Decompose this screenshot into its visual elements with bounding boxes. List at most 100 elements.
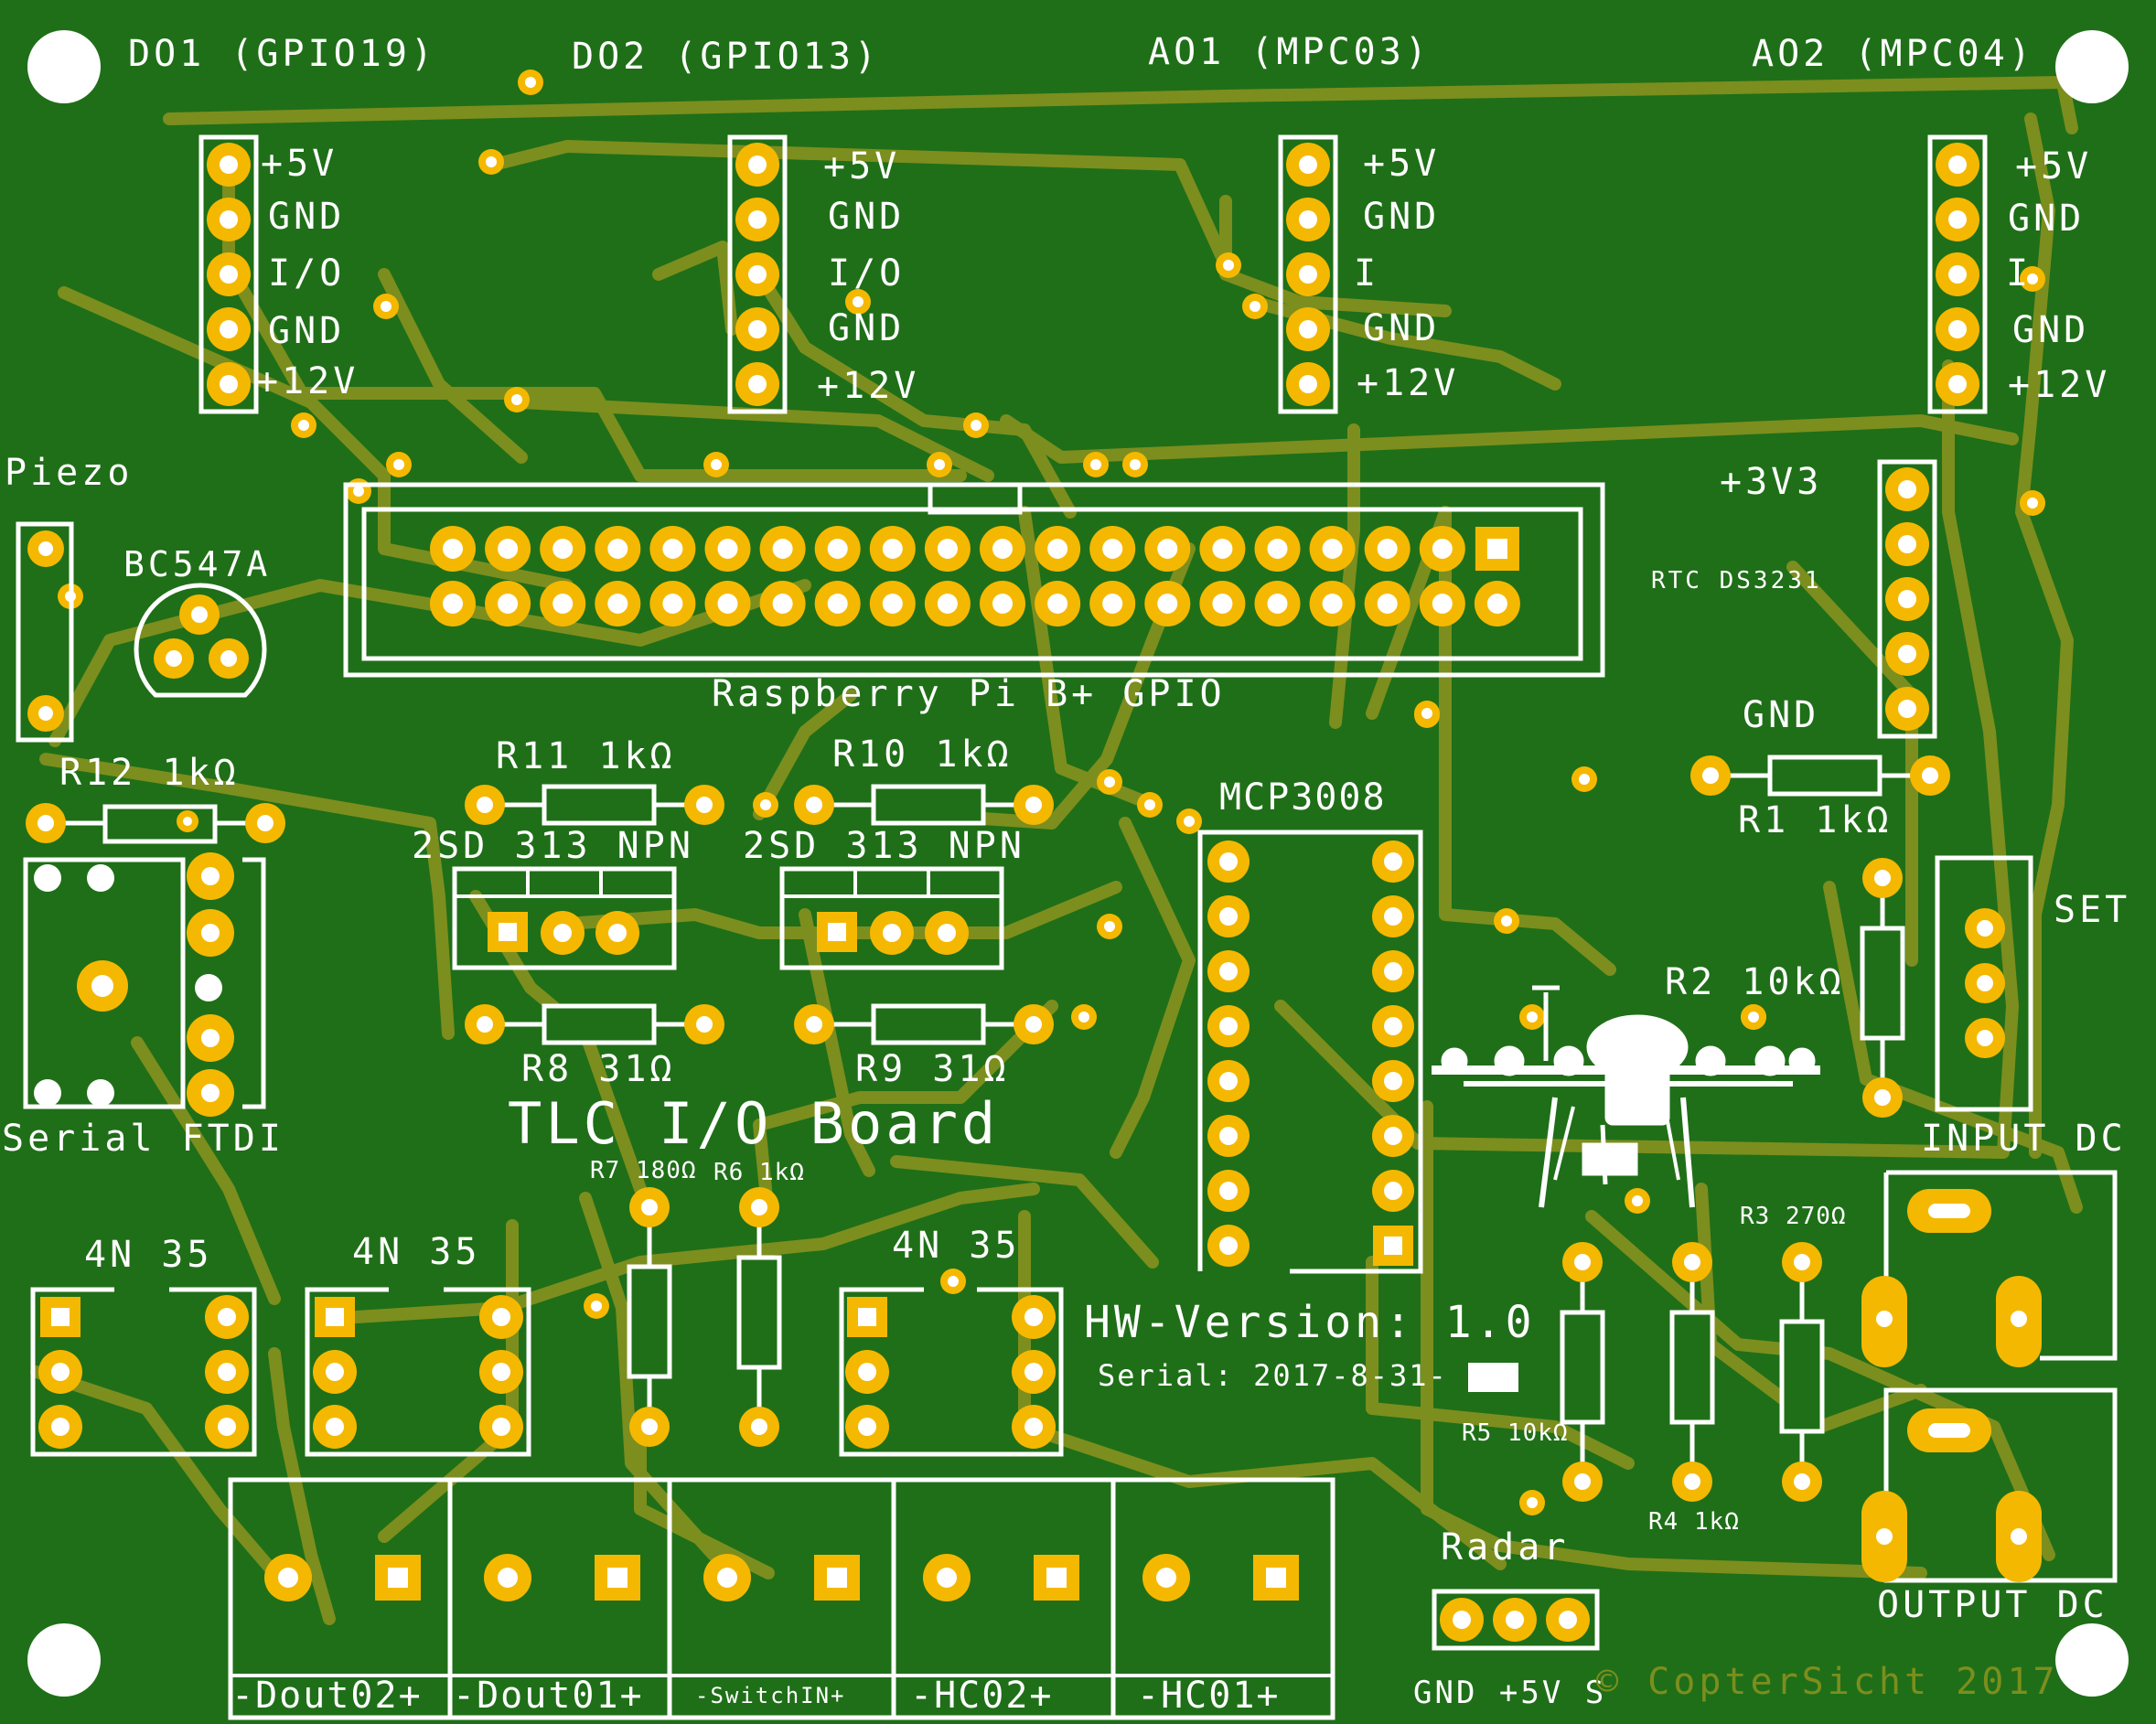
gpio-pin-hole	[1157, 539, 1178, 559]
r7-label: R7 180Ω	[590, 1157, 697, 1184]
mcp-pin-hole	[1219, 907, 1238, 926]
do2-pin-label: +12V	[817, 365, 919, 407]
gpio-pin-hole	[937, 539, 958, 559]
mcp-pin-hole	[1384, 1017, 1402, 1035]
gpio-pin-hole	[498, 594, 519, 614]
mcp-pin-hole	[1219, 852, 1238, 871]
resistor-r3	[1779, 1242, 1825, 1502]
do2-title: DO2 (GPIO13)	[572, 36, 880, 78]
resistor-r7	[627, 1187, 672, 1447]
mcp-label: MCP3008	[1219, 776, 1387, 819]
mcp-pin-hole	[1384, 1072, 1402, 1090]
gpio-pin-hole	[1432, 539, 1453, 559]
gpio-pin-hole	[1267, 594, 1288, 614]
optocoupler-2	[305, 1287, 531, 1457]
ao2-pin-label: GND	[2008, 198, 2085, 240]
resistor-r1	[1690, 755, 1950, 797]
serial-ftdi-label: Serial FTDI	[2, 1118, 284, 1160]
gpio-pin-hole	[1102, 594, 1123, 614]
r9-label: R9 31Ω	[855, 1048, 1010, 1090]
piezo-label: Piezo	[5, 452, 133, 494]
optocoupler-3	[839, 1287, 1064, 1457]
mcp-pin-hole	[1219, 1072, 1238, 1090]
do1-pin-label: +5V	[261, 143, 338, 185]
gpio-pin-hole	[552, 594, 574, 614]
mcp-pin-hole	[1219, 962, 1238, 980]
do1-pin-label: GND	[268, 310, 345, 352]
ao2-pin-label: +5V	[2015, 145, 2092, 187]
terminal-label: -HC01+	[1137, 1675, 1281, 1717]
v3v3-label: +3V3	[1720, 461, 1822, 503]
mcp-pin-hole	[1219, 1127, 1238, 1145]
npn1-label: 2SD 313 NPN	[412, 825, 694, 867]
mounting-holes	[27, 30, 2129, 1697]
mcp-pin-hole	[1219, 1182, 1238, 1200]
gpio-pin-hole	[552, 539, 574, 559]
ao1-pin-label: GND	[1363, 196, 1440, 238]
screw-terminal-strip	[228, 1477, 1335, 1720]
r11-label: R11 1kΩ	[496, 735, 676, 777]
terminal-label: -SwitchIN+	[695, 1683, 846, 1708]
r1-label: R1 1kΩ	[1738, 799, 1893, 841]
header-do1	[198, 134, 259, 414]
opto2-label: 4N 35	[352, 1231, 480, 1273]
copyright: © CopterSicht 2017	[1596, 1661, 2058, 1703]
resistor-r9	[794, 1003, 1054, 1045]
r3-label: R3 270Ω	[1740, 1203, 1847, 1230]
do2-pin-label: GND	[828, 196, 905, 238]
terminal-label: -Dout01+	[453, 1675, 644, 1717]
resistor-r10	[794, 784, 1054, 826]
mcp-pin-hole	[1219, 1017, 1238, 1035]
gpio-pin-hole	[1267, 539, 1288, 559]
r4-label: R4 1kΩ	[1648, 1508, 1740, 1536]
gpio-pin-hole	[1432, 594, 1453, 614]
terminal-label: -Dout02+	[231, 1675, 423, 1717]
gpio-pin-hole	[1047, 539, 1068, 559]
gpio-pin-hole	[772, 594, 793, 614]
npn2-label: 2SD 313 NPN	[743, 825, 1025, 867]
radar-label: Radar	[1441, 1526, 1569, 1569]
optocoupler-1	[30, 1287, 257, 1457]
resistor-r6	[736, 1187, 782, 1447]
mcp-pin-hole	[1384, 962, 1402, 980]
gpio-pin-hole	[827, 594, 848, 614]
gpio-pin-hole	[1377, 539, 1398, 559]
r2-label: R2 10kΩ	[1665, 961, 1845, 1003]
gpio-label: Raspberry Pi B+ GPIO	[712, 673, 1226, 715]
vias	[58, 70, 2045, 1515]
r6-label: R6 1kΩ	[713, 1159, 805, 1186]
do1-pin-label: GND	[268, 196, 345, 238]
gpio-pin-hole	[1377, 594, 1398, 614]
gnd-label: GND	[1743, 694, 1819, 736]
gpio-pin-hole	[882, 594, 903, 614]
ao1-pin-label: I	[1354, 252, 1379, 294]
gpio-pin-hole	[1486, 594, 1507, 614]
do2-pin-label: +5V	[823, 145, 900, 187]
piezo	[16, 521, 74, 743]
serial-number: Serial: 2017-8-31-	[1098, 1358, 1448, 1393]
gpio-pin-hole	[1157, 594, 1178, 614]
do2-pin-label: GND	[828, 307, 905, 349]
output-dc-jack	[1861, 1387, 2118, 1583]
gpio-pin-hole	[827, 539, 848, 559]
output-dc-label: OUTPUT DC	[1877, 1584, 2108, 1626]
gpio-pin-hole	[1212, 539, 1233, 559]
opto1-label: 4N 35	[84, 1234, 212, 1276]
input-dc-jack	[1861, 1170, 2118, 1367]
gpio-pin-hole	[1322, 594, 1343, 614]
gpio-pin-hole	[498, 539, 519, 559]
ao2-pin-label: +12V	[2008, 364, 2110, 406]
npn-transistor-1	[452, 866, 677, 970]
ao2-title: AO2 (MPC04)	[1752, 33, 2034, 75]
gpio-pin-hole	[717, 539, 738, 559]
r8-label: R8 31Ω	[521, 1048, 676, 1090]
ao1-pin-label: +12V	[1357, 362, 1459, 404]
gpio-pin-hole	[937, 594, 958, 614]
resistor-r5	[1560, 1242, 1605, 1502]
gpio-pin-hole	[1486, 539, 1507, 559]
gpio-pin-hole	[607, 594, 628, 614]
do1-pin-label: +12V	[256, 360, 359, 402]
gpio-pin-hole	[882, 539, 903, 559]
gpio-pin-hole	[443, 539, 463, 559]
